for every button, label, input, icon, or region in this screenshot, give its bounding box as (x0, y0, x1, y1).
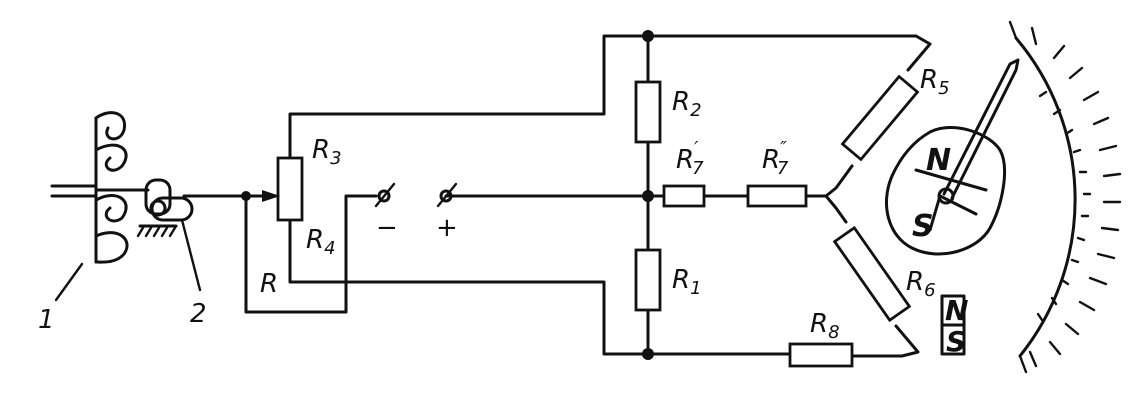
terminal-minus (374, 182, 396, 208)
moving-magnet (884, 126, 1007, 256)
terminal-plus (436, 182, 458, 208)
label-r8: R8 (810, 309, 840, 343)
magnet-label-s: S (912, 209, 934, 244)
label-r7-double-prime: R″7 (762, 138, 789, 179)
fixed-magnet: N S (940, 294, 968, 358)
pointer-line-2 (180, 218, 202, 292)
label-r2: R2 (672, 87, 702, 121)
junction-dot (642, 30, 654, 42)
label-item-1: 1 (38, 305, 55, 335)
resistor-r1 (634, 248, 662, 312)
label-r6: R6 (906, 267, 936, 301)
resistor-r5 (840, 74, 920, 162)
small-magnet-s: S (946, 325, 966, 358)
label-r5: R5 (920, 65, 950, 99)
label-r3: R3 (312, 135, 342, 169)
pointer-line-1 (54, 262, 84, 302)
resistor-r7-prime (662, 184, 706, 208)
label-r4: R4 (306, 225, 336, 259)
lever-contact (136, 178, 248, 238)
gauge-needle (937, 58, 1020, 205)
junction-dot (642, 348, 654, 360)
label-r1: R1 (672, 265, 702, 299)
float-sensor-coil (50, 111, 150, 264)
label-r: R (260, 269, 278, 299)
resistor-r8 (788, 342, 854, 368)
gauge-scale (1008, 20, 1122, 374)
resistor-r3-r4 (276, 156, 304, 222)
magnet-label-n: N (926, 143, 951, 178)
resistor-r7-double-prime (746, 184, 808, 208)
small-magnet-n: N (945, 294, 968, 327)
wires (244, 34, 932, 358)
resistor-r2 (634, 80, 662, 144)
label-plus: + (436, 213, 458, 243)
label-r7-prime: R′7 (676, 138, 704, 179)
label-minus: − (376, 213, 398, 243)
junction-dot (241, 191, 251, 201)
resistor-r6 (832, 225, 912, 323)
label-item-2: 2 (190, 299, 207, 329)
junction-dot (642, 190, 654, 202)
wiper-arrow (262, 190, 280, 202)
